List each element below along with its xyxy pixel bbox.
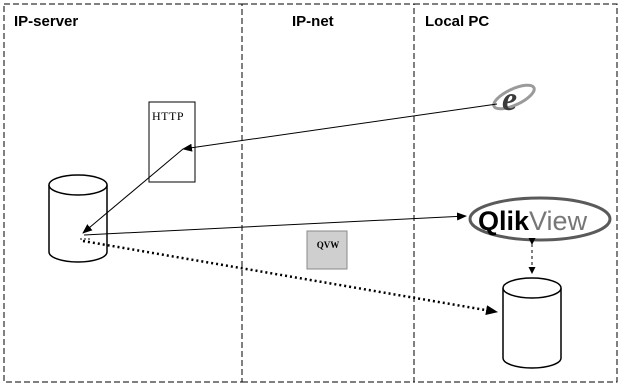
- qvw-file: [306, 230, 348, 270]
- arrow-browser-to-http: [182, 103, 498, 152]
- local-pc-zone: [413, 3, 618, 383]
- ie-glyph: e: [502, 81, 517, 118]
- http-document: [148, 101, 196, 183]
- arrow-server-to-local-db: [82, 239, 498, 316]
- qlikview-logo-light: View: [529, 206, 588, 236]
- zone-title-ip-server: IP-server: [14, 13, 79, 30]
- arrow-server-to-qlikview: [83, 212, 467, 236]
- internet-explorer-icon: e: [492, 81, 536, 118]
- ip-server-zone: [3, 3, 243, 383]
- qlikview-logo-ring: [468, 196, 612, 242]
- zone-title-ip-net: IP-net: [292, 13, 334, 30]
- http-label: HTTP: [152, 109, 184, 123]
- zone-title-local-pc: Local PC: [425, 13, 490, 30]
- qlikview-logo: QlikView: [478, 206, 588, 236]
- qlikview-logo-bold: Qlik: [478, 206, 530, 236]
- local-database-icon: [502, 277, 562, 369]
- arrow-http-to-server: [82, 148, 184, 234]
- qvw-label: QVW: [316, 240, 340, 250]
- server-database-icon: [48, 174, 108, 263]
